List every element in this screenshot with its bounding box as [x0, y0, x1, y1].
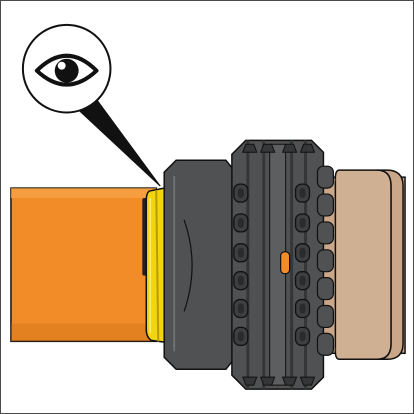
- coupling-left-lug-hole-1: [237, 188, 244, 199]
- coupling-top-tooth-2: [260, 143, 276, 153]
- coupling-top-tooth-4: [299, 143, 316, 153]
- coupling-left-lug-hole-5: [237, 303, 244, 314]
- orange-indicator-slot: [280, 251, 291, 275]
- orange-pipe-shadow: [10, 323, 157, 342]
- coupling-bottom-tooth-1: [242, 376, 258, 386]
- coupling-grip-4: [316, 249, 334, 273]
- eye-icon: [34, 53, 99, 87]
- coupling-right-lug-hole-4: [299, 275, 306, 286]
- seal-ring-groove: [155, 190, 160, 342]
- coupling-right-lug-hole-3: [299, 247, 306, 258]
- tan-pipe-end-fitting: [334, 169, 392, 361]
- yellow-seal-ring: [145, 187, 167, 344]
- coupling-right-lug-hole-5: [299, 303, 306, 314]
- coupling-top-tooth-3: [281, 143, 298, 153]
- coupling-left-lug-hole-4: [237, 275, 244, 286]
- coupling-left-hub-contour: [183, 219, 193, 312]
- tan-pipe-rim: [377, 169, 404, 361]
- coupling-left-lug-hole-2: [237, 217, 244, 228]
- coupling-grip-1: [316, 165, 334, 189]
- coupling-right-lug-hole-2: [299, 217, 306, 228]
- coupling-grip-6: [316, 304, 334, 329]
- coupling-left-lug-hole-6: [237, 331, 244, 342]
- coupling-left-lug-hole-3: [237, 247, 244, 258]
- coupling-bottom-tooth-3: [281, 376, 298, 386]
- coupling-bottom-tooth-2: [260, 376, 276, 386]
- orange-pipe-body: [10, 187, 157, 343]
- eye-icon-pupil: [54, 58, 79, 83]
- coupling-grip-7: [316, 332, 334, 356]
- coupling-right-lug-hole-1: [299, 188, 306, 199]
- coupling-right-lug-hole-6: [299, 331, 306, 342]
- coupling-grip-5: [316, 277, 334, 301]
- eye-icon-glint: [57, 61, 66, 70]
- coupling-grip-2: [316, 193, 334, 217]
- coupling-housing: [163, 139, 334, 390]
- coupling-top-tooth-1: [242, 143, 258, 153]
- orange-pipe-highlight: [10, 188, 157, 199]
- orange-pipe: [10, 187, 157, 343]
- coupling-bottom-tooth-4: [299, 376, 316, 386]
- inspection-callout: [21, 23, 161, 187]
- coupling-grip-3: [316, 221, 334, 245]
